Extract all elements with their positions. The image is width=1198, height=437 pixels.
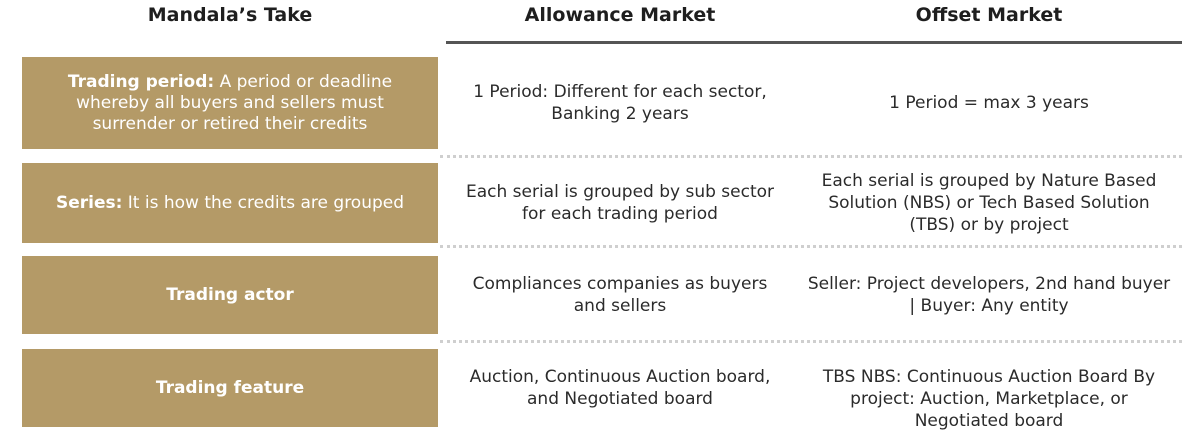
row-label-bold: Trading period: [67,71,215,92]
row-separator [440,245,1182,248]
row-label-series: Series: It is how the credits are groupe… [22,163,438,243]
row-label-bold: Series: [55,192,123,213]
row-separator [440,340,1182,343]
row-label-bold: Trading feature [155,377,305,398]
row-label-trading-period: Trading period: A period or deadline whe… [22,57,438,149]
row-label-trading-actor: Trading actor [22,256,438,334]
cell-allowance-trading-period: 1 Period: Different for each sector, Ban… [473,82,767,124]
cell-allowance-series: Each serial is grouped by sub sector for… [465,182,775,224]
cell-offset-trading-period: 1 Period = max 3 years [889,93,1089,113]
row-label-description: A period or deadline whereby all buyers … [76,71,393,134]
row-separator [440,155,1182,158]
row-label-text: Series: It is how the credits are groupe… [56,193,404,214]
row-label-bold: Trading actor [166,284,294,305]
cell-allowance-trading-feature: Auction, Continuous Auction board, and N… [469,367,771,409]
row-label-text: Trading feature [156,378,304,399]
cell-offset-series: Each serial is grouped by Nature Based S… [821,171,1157,235]
header-divider [446,41,1182,44]
row-label-text: Trading actor [166,285,294,306]
cell-offset-trading-feature: TBS NBS: Continuous Auction Board By pro… [822,367,1156,431]
column-header-mandalas-take: Mandala’s Take [147,4,313,26]
cell-allowance-trading-actor: Compliances companies as buyers and sell… [472,274,768,316]
row-label-trading-feature: Trading feature [22,349,438,427]
row-label-description: It is how the credits are grouped [122,192,405,213]
cell-offset-trading-actor: Seller: Project developers, 2nd hand buy… [807,274,1171,316]
row-label-text: Trading period: A period or deadline whe… [34,72,426,135]
column-header-allowance-market: Allowance Market [524,4,716,26]
column-header-offset-market: Offset Market [915,4,1063,26]
